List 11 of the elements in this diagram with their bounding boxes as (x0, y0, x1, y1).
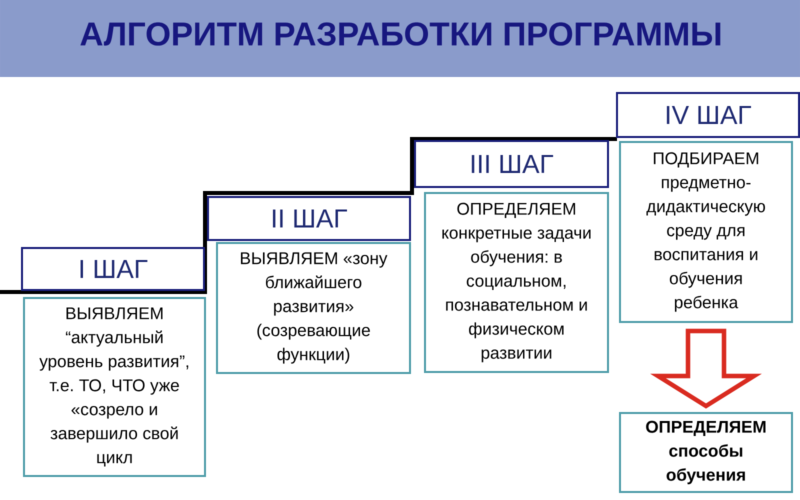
title-banner: АЛГОРИТМ РАЗРАБОТКИ ПРОГРАММЫ (0, 0, 800, 77)
text-box: ОПРЕДЕЛЯЕМ конкретные задачи обучения: в социальном, познавательном и физическом развитии (424, 192, 609, 373)
text-box: ВЫЯВЛЯЕМ “актуальный уровень развития”, т.е. ТО, ЧТО уже «созрело и завершило свой цикл (23, 297, 206, 477)
step-header-box: III ШАГ (414, 140, 609, 188)
block-arrow (650, 328, 762, 409)
step-header-box: IV ШАГ (616, 92, 800, 138)
step-header-box: I ШАГ (21, 247, 205, 291)
text-box: ПОДБИРАЕМ предметно- дидактическую среду для воспитания и обучения ребенка (619, 141, 793, 323)
text-box: ВЫЯВЛЯЕМ «зону ближайшего развития» (созревающие функции) (216, 242, 411, 374)
step-header-box: II ШАГ (207, 196, 411, 241)
text-box: ОПРЕДЕЛЯЕМ способы обучения (619, 412, 793, 493)
